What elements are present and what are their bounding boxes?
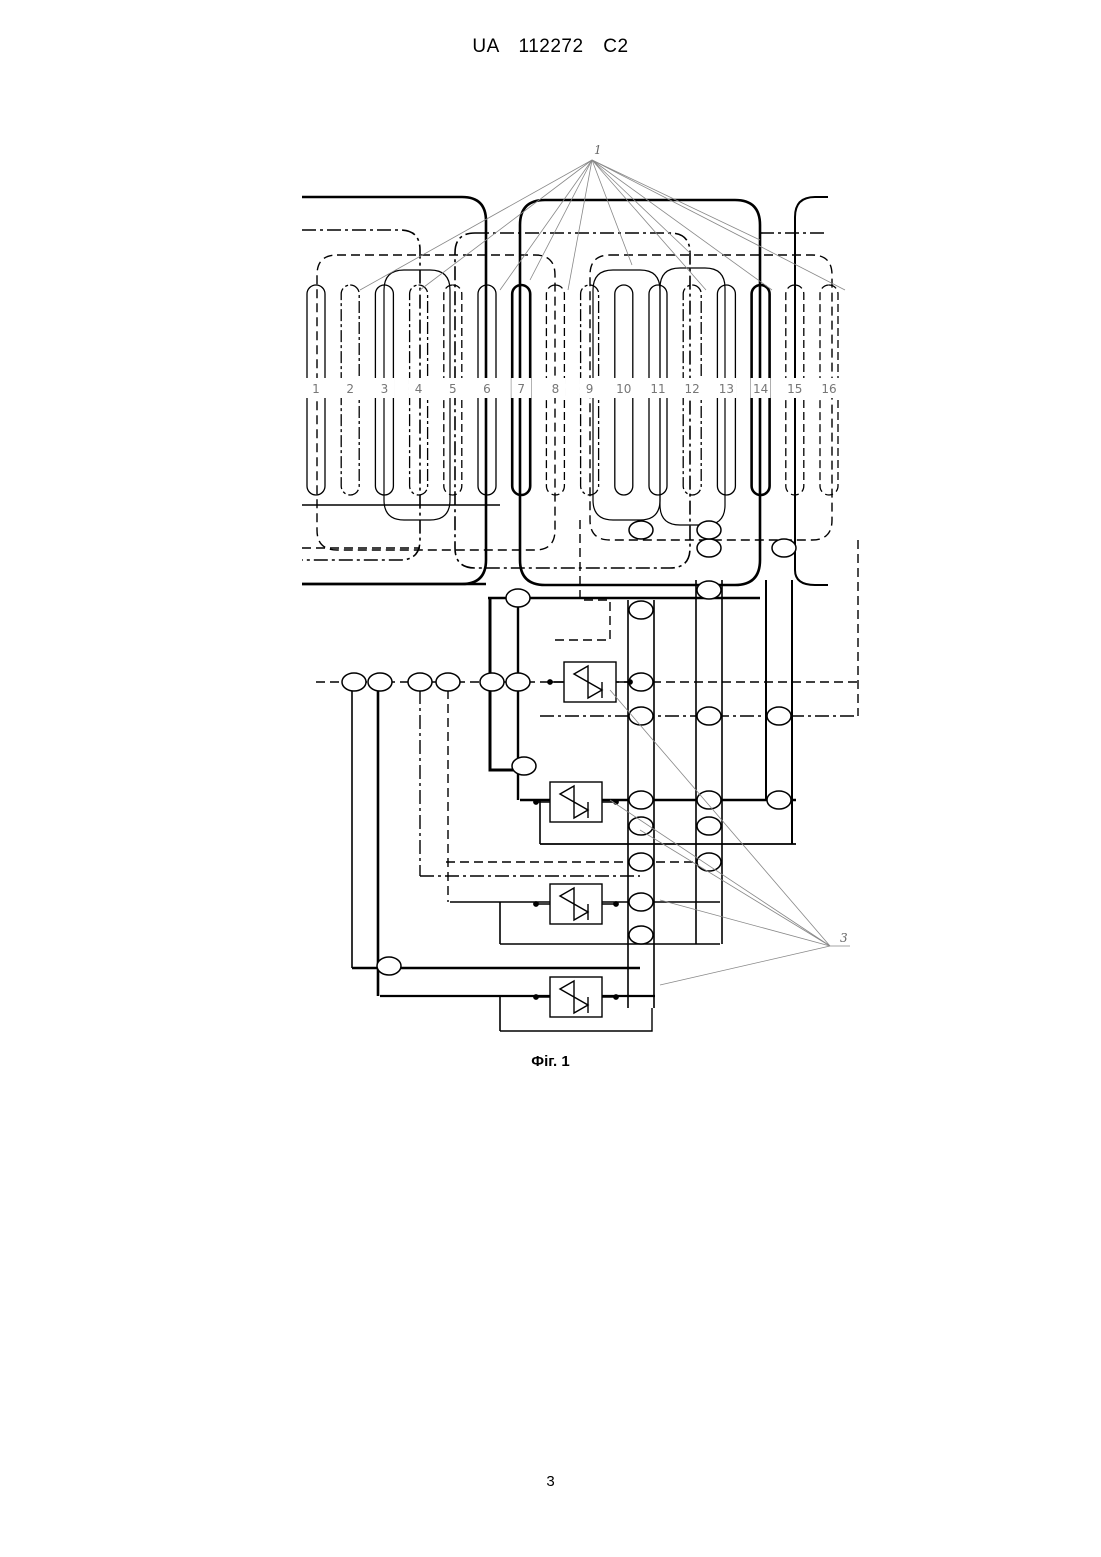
thyristor-switch-2 bbox=[534, 782, 618, 822]
leader-lines bbox=[360, 160, 850, 985]
thyristor-switch-4 bbox=[534, 977, 618, 1017]
slot-number-13: 13 bbox=[719, 382, 734, 396]
slot-number-15: 15 bbox=[787, 382, 802, 396]
crossover-bridge bbox=[697, 791, 721, 809]
crossover-bridge bbox=[629, 926, 653, 944]
slot-number-12: 12 bbox=[685, 382, 700, 396]
figure-caption: Фіг. 1 bbox=[0, 1053, 1101, 1070]
connection-buses bbox=[302, 505, 858, 1031]
crossover-bridge bbox=[480, 673, 504, 691]
crossover-bridge bbox=[342, 673, 366, 691]
thyristor-switch-3 bbox=[534, 884, 618, 924]
crossover-bridge bbox=[629, 853, 653, 871]
slot-number-5: 5 bbox=[449, 382, 457, 396]
lead-top-middle bbox=[555, 520, 610, 640]
coil-loop-dashdot-2 bbox=[455, 233, 690, 568]
crossover-bridge bbox=[697, 707, 721, 725]
crossover-bridge bbox=[506, 673, 530, 691]
slot-number-11: 11 bbox=[650, 382, 665, 396]
crossover-bridge bbox=[772, 539, 796, 557]
leader-label-1: 1 bbox=[594, 143, 602, 157]
crossover-bridge bbox=[629, 521, 653, 539]
slot-number-8: 8 bbox=[552, 382, 560, 396]
crossover-bridge bbox=[697, 853, 721, 871]
slot-number-10: 10 bbox=[616, 382, 631, 396]
crossover-bridge bbox=[436, 673, 460, 691]
slot-number-7: 7 bbox=[517, 382, 525, 396]
thyristor-switch-1 bbox=[548, 662, 632, 702]
crossover-bridge bbox=[767, 791, 791, 809]
crossover-bridge bbox=[408, 673, 432, 691]
slot-number-1: 1 bbox=[312, 382, 320, 396]
slot-number-14: 14 bbox=[753, 382, 768, 396]
slot-number-3: 3 bbox=[381, 382, 389, 396]
crossover-bridge bbox=[629, 893, 653, 911]
slot-number-labels: 12345678910111213141516 bbox=[306, 378, 839, 398]
slot-number-4: 4 bbox=[415, 382, 423, 396]
thyristor-switches bbox=[534, 662, 632, 1017]
crossover-bridge bbox=[697, 521, 721, 539]
page-number: 3 bbox=[0, 1473, 1101, 1490]
crossover-bridge bbox=[506, 589, 530, 607]
slot-number-6: 6 bbox=[483, 382, 491, 396]
crossover-bridge bbox=[697, 581, 721, 599]
crossover-bridge bbox=[629, 791, 653, 809]
crossover-bridge bbox=[512, 757, 536, 775]
leader-label-3: 3 bbox=[840, 931, 848, 945]
crossover-bridge bbox=[377, 957, 401, 975]
crossover-bridge bbox=[368, 673, 392, 691]
slot-number-9: 9 bbox=[586, 382, 594, 396]
slot-number-2: 2 bbox=[346, 382, 354, 396]
crossover-bridge bbox=[697, 817, 721, 835]
crossover-bridge bbox=[629, 601, 653, 619]
crossover-bridge bbox=[767, 707, 791, 725]
crossover-bridge bbox=[697, 539, 721, 557]
slot-number-16: 16 bbox=[821, 382, 836, 396]
